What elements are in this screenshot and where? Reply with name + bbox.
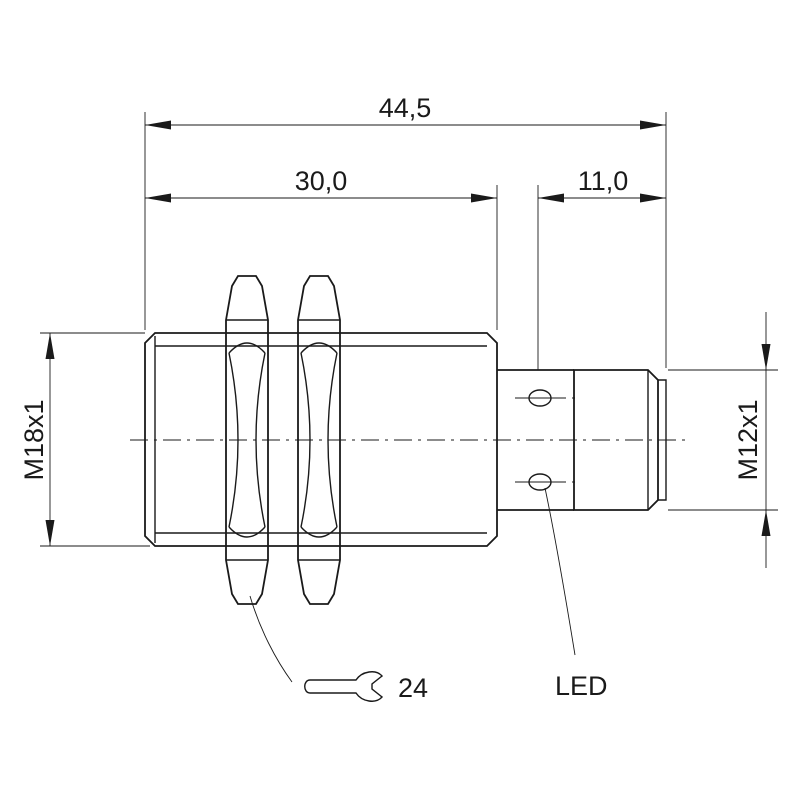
wrench-callout: 24: [249, 595, 428, 703]
dimension-body-thread: M18x1: [19, 333, 55, 546]
led-windows: [515, 389, 575, 491]
led-callout: LED: [544, 487, 608, 701]
wrench-size-label: 24: [398, 673, 428, 703]
wrench-icon: [304, 671, 384, 702]
dimension-connector-thread: M12x1: [733, 312, 771, 568]
body-thread-label: M18x1: [19, 399, 49, 480]
dimension-connector-length: 11,0: [538, 166, 666, 203]
led-label: LED: [555, 671, 608, 701]
body-length-label: 30,0: [295, 166, 348, 196]
connector-thread-label: M12x1: [733, 399, 763, 480]
m12-connector: [573, 369, 667, 511]
sensor-body: [144, 332, 498, 547]
dimension-body-length: 30,0: [145, 166, 497, 203]
dimension-overall-length: 44,5: [145, 93, 666, 130]
connector-length-label: 11,0: [578, 166, 629, 196]
overall-length-label: 44,5: [379, 93, 432, 123]
sensor-neck: [497, 369, 574, 511]
extension-lines: [40, 112, 778, 547]
